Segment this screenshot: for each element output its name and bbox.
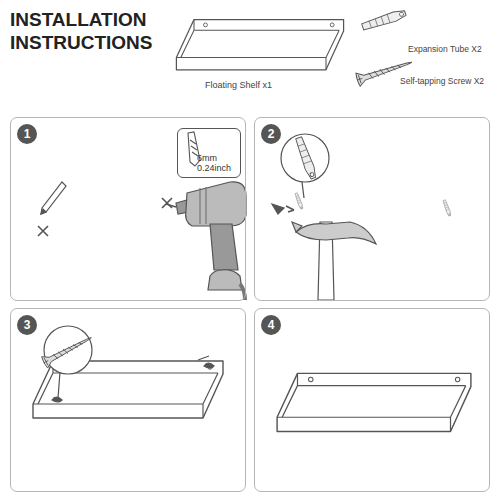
step-number: 2	[261, 124, 281, 144]
step-panel: 1 6mm 0.24inch	[10, 117, 246, 301]
step-number: 3	[17, 315, 37, 335]
part-label: Self-tapping Screw X2	[400, 76, 484, 86]
step-number: 4	[261, 315, 281, 335]
drill-bit-box: 6mm 0.24inch	[177, 128, 241, 178]
part-label: Floating Shelf x1	[205, 80, 272, 90]
title: INSTALLATION INSTRUCTIONS	[10, 8, 170, 54]
step-number: 1	[17, 124, 37, 144]
step-panel: 2	[254, 117, 490, 301]
step-panel: 3	[10, 308, 246, 492]
drill-size: 6mm 0.24inch	[197, 153, 237, 173]
part-label: Expansion Tube X2	[408, 44, 482, 54]
step-panel: 4	[254, 308, 490, 492]
